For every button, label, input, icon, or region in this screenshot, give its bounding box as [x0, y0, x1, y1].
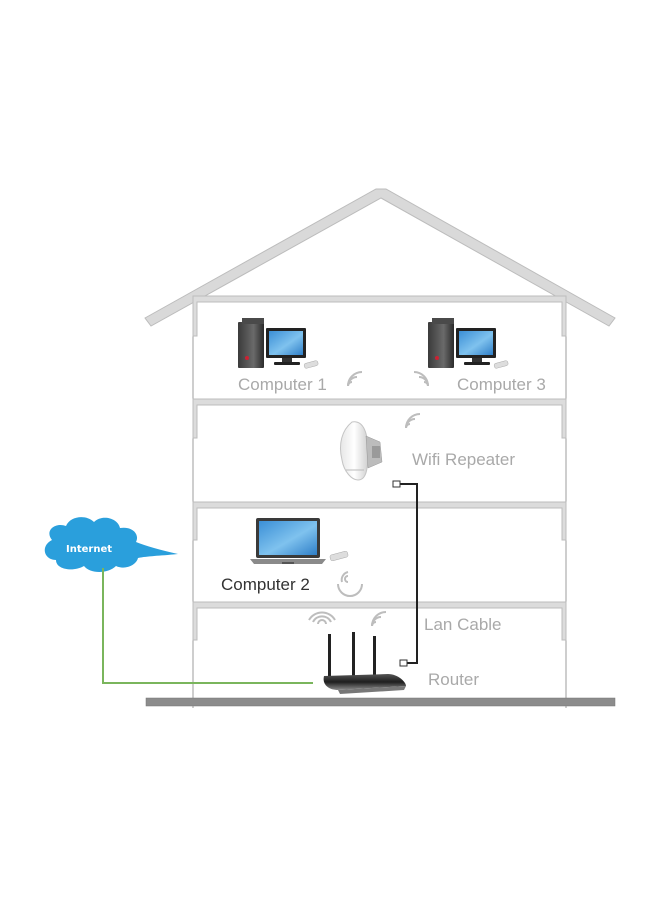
- wifi-repeater-icon: [339, 421, 383, 481]
- router-wifi-right-icon: [371, 611, 387, 627]
- floor-slabs: [192, 295, 567, 641]
- computer-2-wifi-icon: [337, 571, 363, 597]
- wifi-repeater-label: Wifi Repeater: [412, 450, 515, 469]
- computer-2-laptop-icon: [250, 518, 326, 564]
- lan-cable-line: [392, 480, 418, 667]
- computer-2-label: Computer 2: [221, 575, 310, 594]
- floor-slab-ceiling: [192, 295, 567, 337]
- lan-cable-label: Lan Cable: [424, 615, 502, 634]
- router-wifi-left-icon: [308, 611, 336, 625]
- computer-3-wifi-icon: [413, 371, 429, 387]
- repeater-wifi-signal-icon: [405, 413, 421, 429]
- floor-slab-1: [192, 601, 567, 641]
- computer-3-label: Computer 3: [457, 375, 546, 394]
- router-icon: [323, 632, 406, 694]
- computer-1-icon: [238, 318, 319, 369]
- computer-2-usb-adapter-icon: [329, 550, 349, 562]
- internet-connection-line: [102, 568, 313, 684]
- floor-slab-3: [192, 398, 567, 439]
- router-label: Router: [428, 670, 480, 689]
- house-roof: [144, 188, 616, 327]
- ground-line: [145, 697, 616, 707]
- computer-1-label: Computer 1: [238, 375, 327, 394]
- computer-1-wifi-icon: [347, 371, 363, 387]
- floor-slab-2: [192, 501, 567, 541]
- internet-label: Internet: [66, 544, 113, 555]
- internet-cloud-icon: [44, 517, 178, 572]
- computer-3-icon: [428, 318, 509, 369]
